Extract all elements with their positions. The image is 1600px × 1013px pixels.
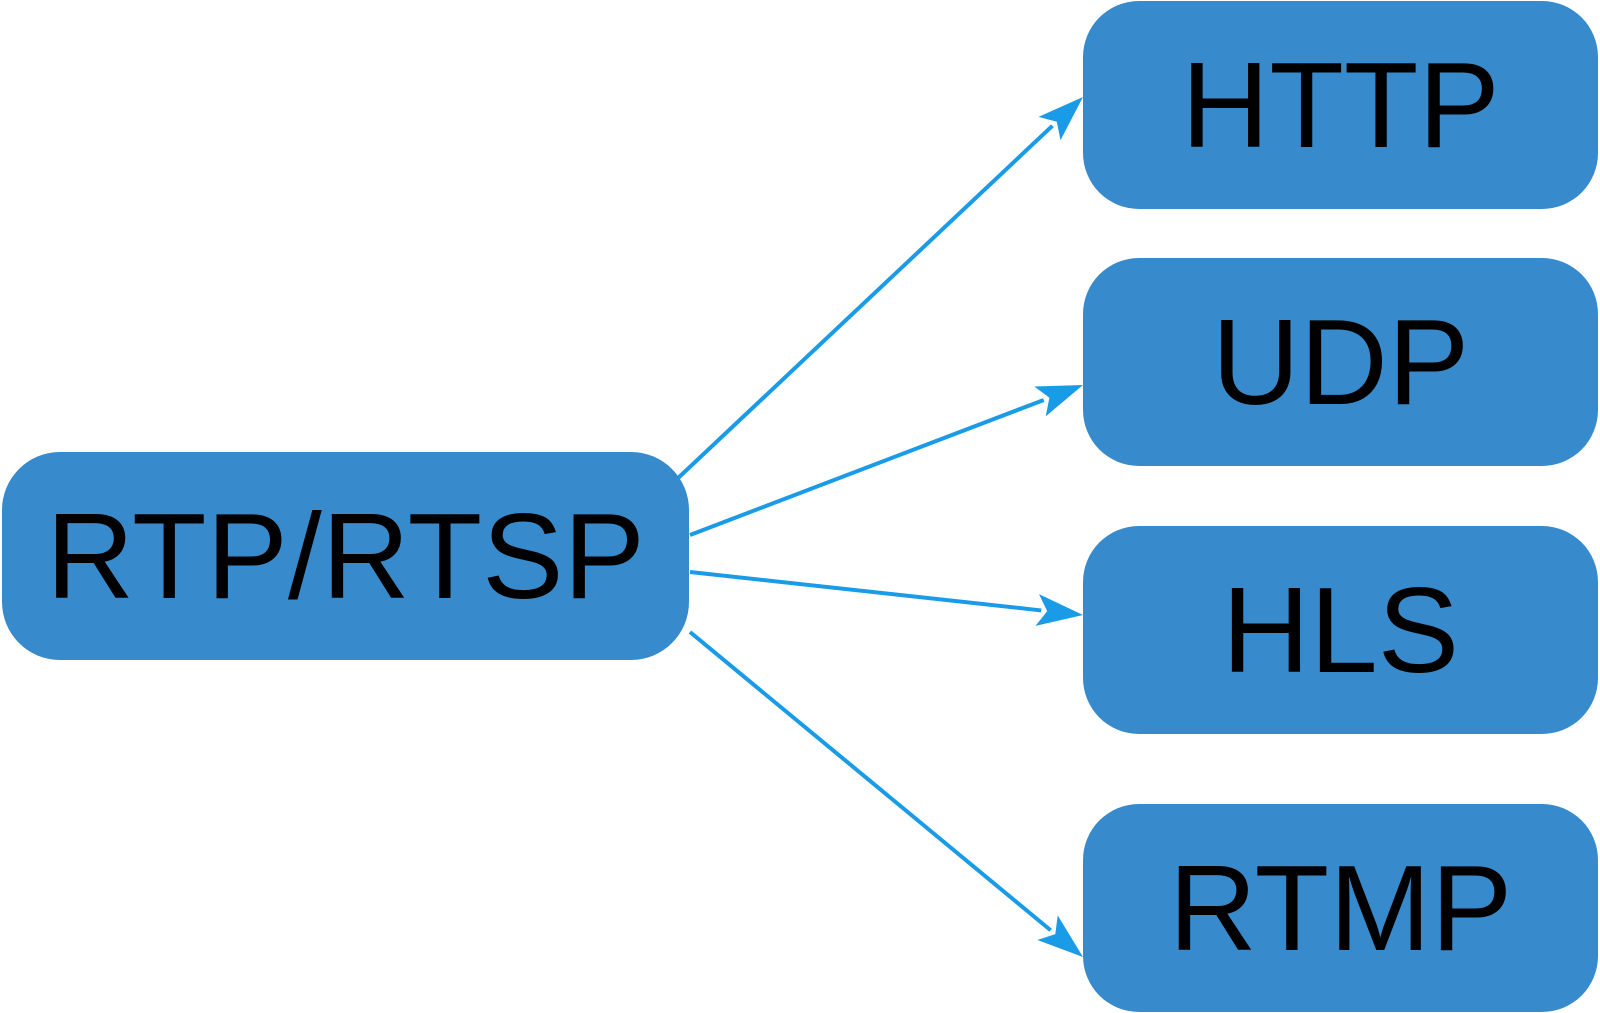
arrowhead-to-rtmp — [1037, 915, 1083, 957]
node-hls: HLS — [1083, 526, 1598, 734]
edge-to-hls — [689, 570, 1042, 613]
arrowhead-to-hls — [1035, 594, 1083, 626]
arrowhead-to-http — [1038, 97, 1083, 141]
edge-to-rtmp — [688, 630, 1052, 932]
node-rtmp-label: RTMP — [1168, 840, 1513, 976]
node-udp: UDP — [1083, 258, 1598, 466]
edge-to-udp — [689, 398, 1045, 537]
edge-to-http — [674, 124, 1054, 482]
node-http: HTTP — [1083, 1, 1598, 209]
node-rtp-rtsp-label: RTP/RTSP — [46, 488, 645, 624]
node-rtmp: RTMP — [1083, 804, 1598, 1012]
arrowhead-to-udp — [1034, 385, 1083, 417]
node-http-label: HTTP — [1181, 37, 1500, 173]
node-rtp-rtsp: RTP/RTSP — [2, 452, 689, 660]
node-udp-label: UDP — [1211, 294, 1470, 430]
node-hls-label: HLS — [1221, 562, 1460, 698]
